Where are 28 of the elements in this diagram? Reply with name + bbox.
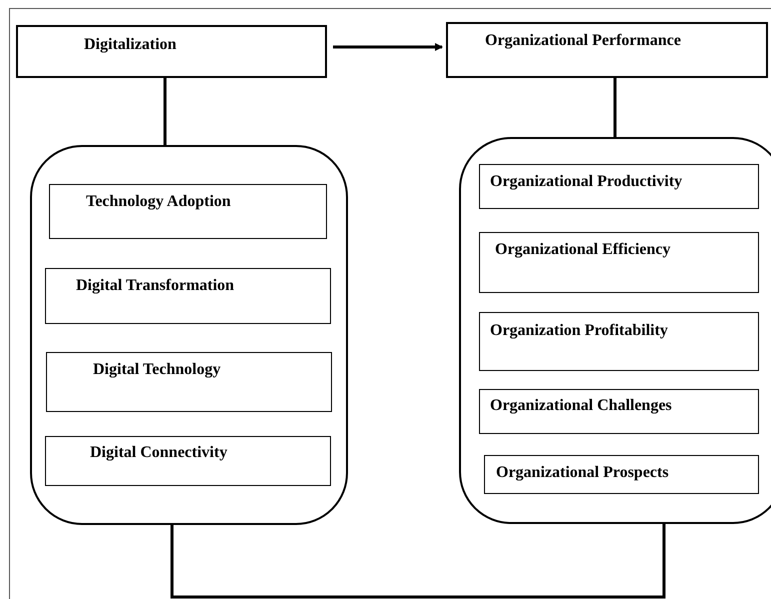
box-label: Technology Adoption — [86, 192, 232, 212]
group-container — [30, 145, 348, 525]
box-label: Digital Connectivity — [90, 443, 228, 463]
box-label: Organization Profitability — [490, 321, 669, 341]
box-label: Digital Technology — [93, 360, 222, 380]
box-label: Digitalization — [84, 35, 178, 55]
box-label: Organizational Prospects — [496, 463, 670, 483]
box-label: Digital Transformation — [76, 276, 236, 296]
connector-line — [164, 78, 166, 145]
box-label: Organizational Challenges — [490, 396, 673, 416]
concept-box — [479, 232, 759, 293]
connector-line — [170, 524, 666, 598]
concept-box — [45, 268, 331, 324]
connector-line — [614, 78, 616, 137]
arrow — [333, 43, 443, 51]
concept-box — [479, 312, 759, 371]
group-container — [459, 137, 771, 524]
concept-box — [49, 184, 327, 239]
concept-box — [446, 22, 768, 78]
concept-box — [484, 455, 759, 494]
concept-box — [479, 164, 759, 209]
box-label: Organizational Productivity — [490, 172, 684, 192]
concept-box — [16, 25, 327, 78]
concept-box — [479, 389, 759, 434]
concept-box — [46, 352, 332, 412]
concept-box — [45, 436, 331, 486]
box-label: Organizational Performance — [485, 31, 682, 51]
box-label: Organizational Efficiency — [495, 240, 672, 260]
